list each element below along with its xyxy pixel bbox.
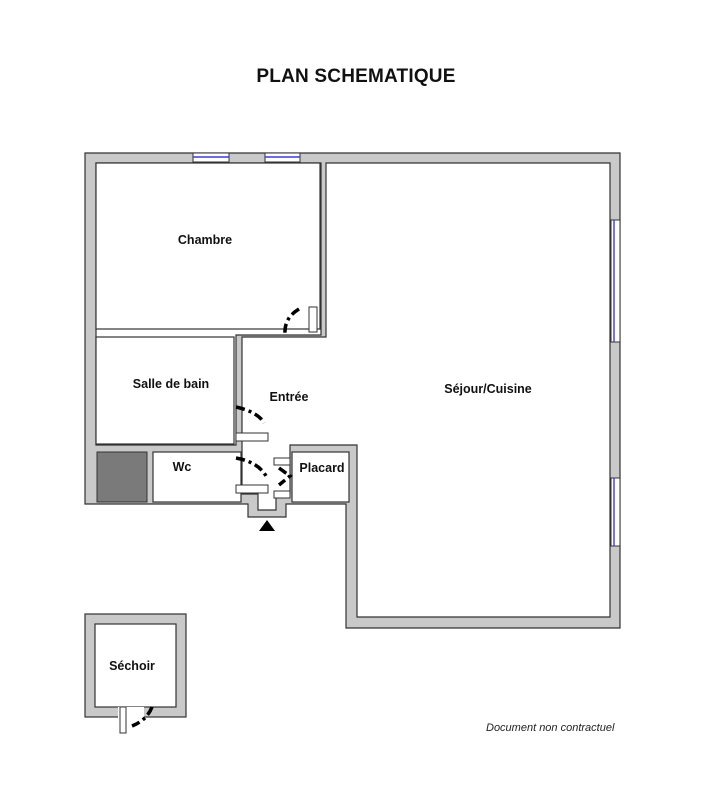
- door-chambre: [283, 307, 300, 335]
- room-wc: [152, 451, 242, 503]
- disclaimer-note: Document non contractuel: [486, 722, 615, 734]
- door-salle-de-bain: [235, 405, 266, 424]
- door-wc: [235, 456, 268, 477]
- label-sejour-cuisine: Séjour/Cuisine: [444, 382, 532, 396]
- technical-shaft: [96, 451, 148, 503]
- entrance-arrow: [259, 520, 275, 531]
- room-salle-de-bain: [95, 336, 235, 445]
- door-sechoir: [131, 706, 154, 728]
- room-chambre: [95, 162, 321, 330]
- label-wc: Wc: [173, 460, 192, 474]
- door-placard: [277, 466, 293, 487]
- label-salle-de-bain: Salle de bain: [133, 377, 209, 391]
- room-entree: [241, 162, 611, 618]
- label-sechoir: Séchoir: [109, 659, 155, 673]
- label-entree: Entrée: [270, 390, 309, 404]
- plan-title: PLAN SCHEMATIQUE: [256, 66, 456, 87]
- label-placard: Placard: [299, 461, 344, 475]
- label-chambre: Chambre: [178, 233, 232, 247]
- room-sechoir: [94, 623, 177, 708]
- room-placard: [291, 451, 350, 503]
